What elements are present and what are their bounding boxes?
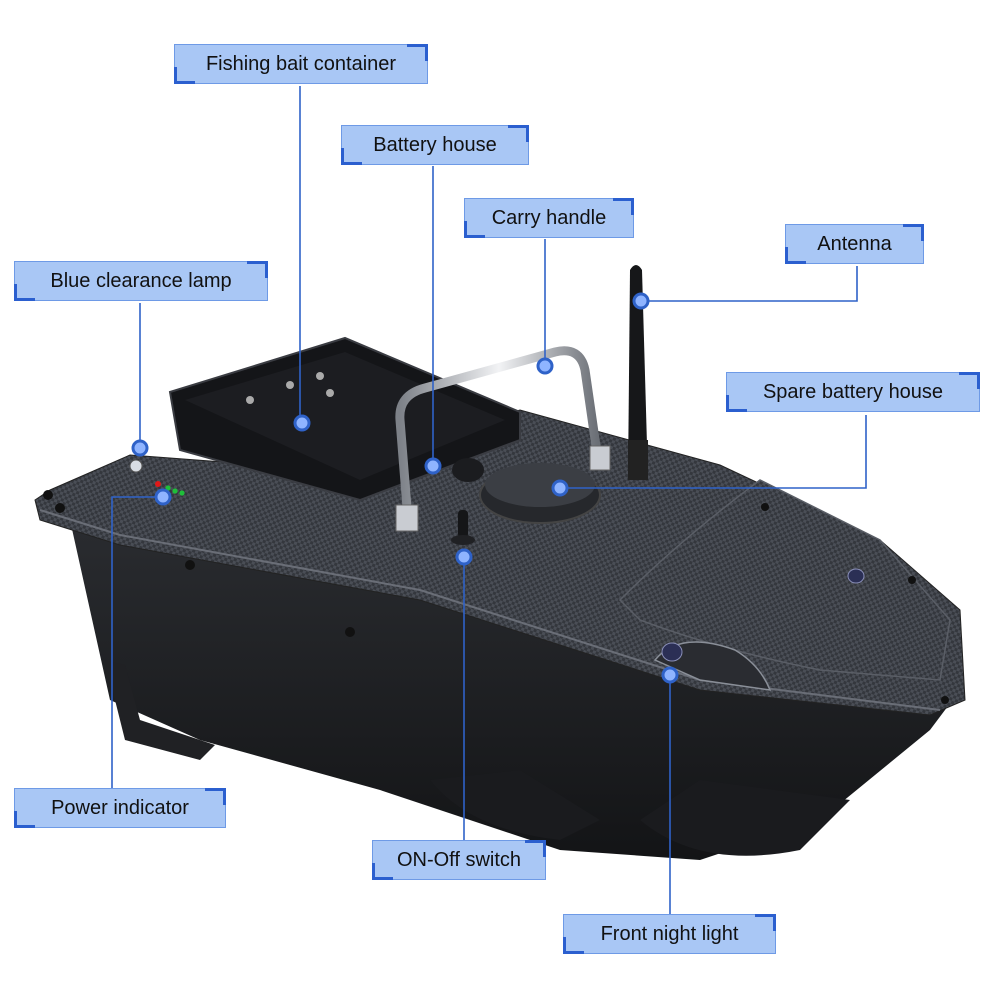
marker-antenna — [632, 292, 650, 310]
label-battery-house: Battery house — [341, 125, 529, 165]
marker-blue-clearance-lamp — [131, 439, 149, 457]
leader-antenna — [641, 266, 858, 302]
label-blue-clearance-lamp: Blue clearance lamp — [14, 261, 268, 301]
label-text: Power indicator — [51, 796, 189, 819]
label-carry-handle: Carry handle — [464, 198, 634, 238]
boat-hull — [70, 520, 960, 860]
marker-on-off-switch — [455, 548, 473, 566]
label-text: ON-Off switch — [396, 848, 522, 871]
carry-handle — [395, 346, 611, 532]
marker-fishing-bait-container — [293, 414, 311, 432]
marker-power-indicator — [154, 488, 172, 506]
label-on-off-switch: ON-Off switch — [372, 840, 546, 880]
antenna — [628, 265, 648, 480]
callout-markers — [131, 292, 679, 684]
label-text: Spare battery house — [762, 380, 944, 403]
label-text: Front night light — [600, 922, 739, 945]
label-text: Fishing bait container — [205, 52, 397, 75]
leader-power-indicator — [111, 496, 163, 788]
label-power-indicator: Power indicator — [14, 788, 226, 828]
marker-front-night-light — [661, 666, 679, 684]
label-spare-battery-house: Spare battery house — [726, 372, 980, 412]
label-text: Blue clearance lamp — [50, 269, 232, 292]
leader-lines — [111, 86, 867, 914]
label-text: Carry handle — [491, 206, 607, 229]
label-front-night-light: Front night light — [563, 914, 776, 954]
marker-spare-battery-house — [551, 479, 569, 497]
label-antenna: Antenna — [785, 224, 924, 264]
toggle-switch — [451, 510, 475, 545]
indicator-lights — [129, 459, 185, 496]
spare-battery-hatch — [452, 458, 601, 524]
label-text: Antenna — [817, 232, 892, 255]
boat-deck — [34, 409, 966, 716]
leader-spare-battery-house — [560, 415, 867, 489]
label-text: Battery house — [373, 133, 497, 156]
marker-carry-handle — [536, 357, 554, 375]
label-fishing-bait-container: Fishing bait container — [174, 44, 428, 84]
marker-battery-house — [424, 457, 442, 475]
